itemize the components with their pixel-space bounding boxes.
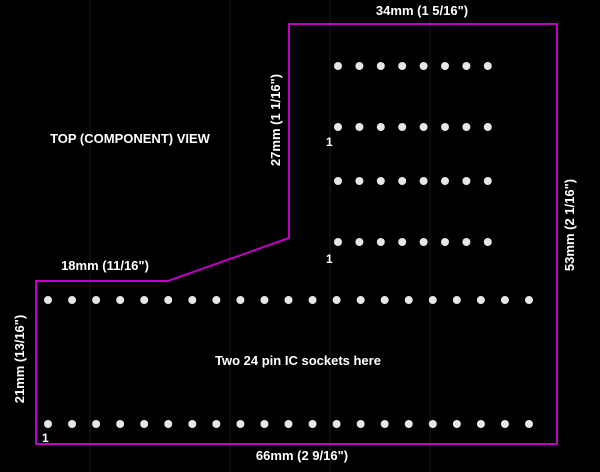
left-height-label: 21mm (13/16") xyxy=(12,315,27,404)
solder-pad xyxy=(452,420,461,428)
solder-pad xyxy=(212,420,221,428)
solder-pad xyxy=(428,296,437,304)
solder-pad xyxy=(334,238,342,246)
solder-pad xyxy=(332,296,341,304)
pad-array xyxy=(44,62,533,428)
notch-width-label: 18mm (11/16") xyxy=(61,258,149,273)
solder-pad xyxy=(308,296,317,304)
solder-pad xyxy=(398,123,407,131)
solder-pad xyxy=(462,123,471,131)
top-left-height-label: 27mm (1 1/16") xyxy=(268,74,283,166)
pin1-marker-upper: 1 xyxy=(326,135,333,149)
solder-pad xyxy=(419,238,428,246)
pin1-marker-bottom: 1 xyxy=(42,431,49,445)
solder-pad xyxy=(500,420,509,428)
sockets-note: Two 24 pin IC sockets here xyxy=(215,353,381,368)
solder-pad xyxy=(68,296,77,304)
solder-pad xyxy=(356,420,365,428)
solder-pad xyxy=(355,238,364,246)
solder-pad xyxy=(462,238,471,246)
solder-pad xyxy=(500,296,509,304)
pin1-marker-lower: 1 xyxy=(326,252,333,266)
solder-pad xyxy=(334,177,342,185)
solder-pad xyxy=(483,123,492,131)
solder-pad xyxy=(355,123,364,131)
solder-pad xyxy=(44,420,52,428)
solder-pad xyxy=(462,62,471,70)
view-title: TOP (COMPONENT) VIEW xyxy=(50,131,211,146)
solder-pad xyxy=(308,420,317,428)
solder-pad xyxy=(355,177,364,185)
solder-pad xyxy=(380,420,389,428)
solder-pad xyxy=(260,296,269,304)
solder-pad xyxy=(483,238,492,246)
solder-pad xyxy=(376,62,385,70)
solder-pad xyxy=(68,420,77,428)
solder-pad xyxy=(164,296,173,304)
solder-pad xyxy=(476,420,485,428)
solder-pad xyxy=(441,177,449,185)
solder-pad xyxy=(164,420,173,428)
solder-pad xyxy=(525,296,533,304)
solder-pad xyxy=(188,296,197,304)
solder-pad xyxy=(428,420,437,428)
solder-pad xyxy=(116,296,125,304)
solder-pad xyxy=(525,420,533,428)
solder-pad xyxy=(260,420,269,428)
background-grid xyxy=(89,0,431,472)
solder-pad xyxy=(334,62,342,70)
solder-pad xyxy=(483,177,492,185)
solder-pad xyxy=(236,420,245,428)
solder-pad xyxy=(398,177,407,185)
bottom-width-label: 66mm (2 9/16") xyxy=(256,448,348,463)
solder-pad xyxy=(212,296,221,304)
solder-pad xyxy=(356,296,365,304)
solder-pad xyxy=(419,123,428,131)
solder-pad xyxy=(398,238,407,246)
solder-pad xyxy=(334,123,342,131)
solder-pad xyxy=(419,62,428,70)
solder-pad xyxy=(284,296,293,304)
solder-pad xyxy=(140,420,149,428)
solder-pad xyxy=(398,62,407,70)
solder-pad xyxy=(116,420,125,428)
solder-pad xyxy=(404,296,413,304)
board-outline xyxy=(35,23,558,445)
solder-pad xyxy=(483,62,492,70)
solder-pad xyxy=(92,420,101,428)
solder-pad xyxy=(380,296,389,304)
solder-pad xyxy=(404,420,413,428)
solder-pad xyxy=(332,420,341,428)
solder-pad xyxy=(284,420,293,428)
solder-pad xyxy=(376,177,385,185)
solder-pad xyxy=(188,420,197,428)
solder-pad xyxy=(441,238,449,246)
top-width-label: 34mm (1 5/16") xyxy=(376,3,468,18)
solder-pad xyxy=(355,62,364,70)
solder-pad xyxy=(441,123,449,131)
solder-pad xyxy=(441,62,449,70)
solder-pad xyxy=(92,296,101,304)
solder-pad xyxy=(44,296,52,304)
solder-pad xyxy=(452,296,461,304)
solder-pad xyxy=(140,296,149,304)
solder-pad xyxy=(419,177,428,185)
solder-pad xyxy=(376,238,385,246)
solder-pad xyxy=(476,296,485,304)
solder-pad xyxy=(236,296,245,304)
solder-pad xyxy=(376,123,385,131)
right-height-label: 53mm (2 1/16") xyxy=(562,179,577,271)
solder-pad xyxy=(462,177,471,185)
